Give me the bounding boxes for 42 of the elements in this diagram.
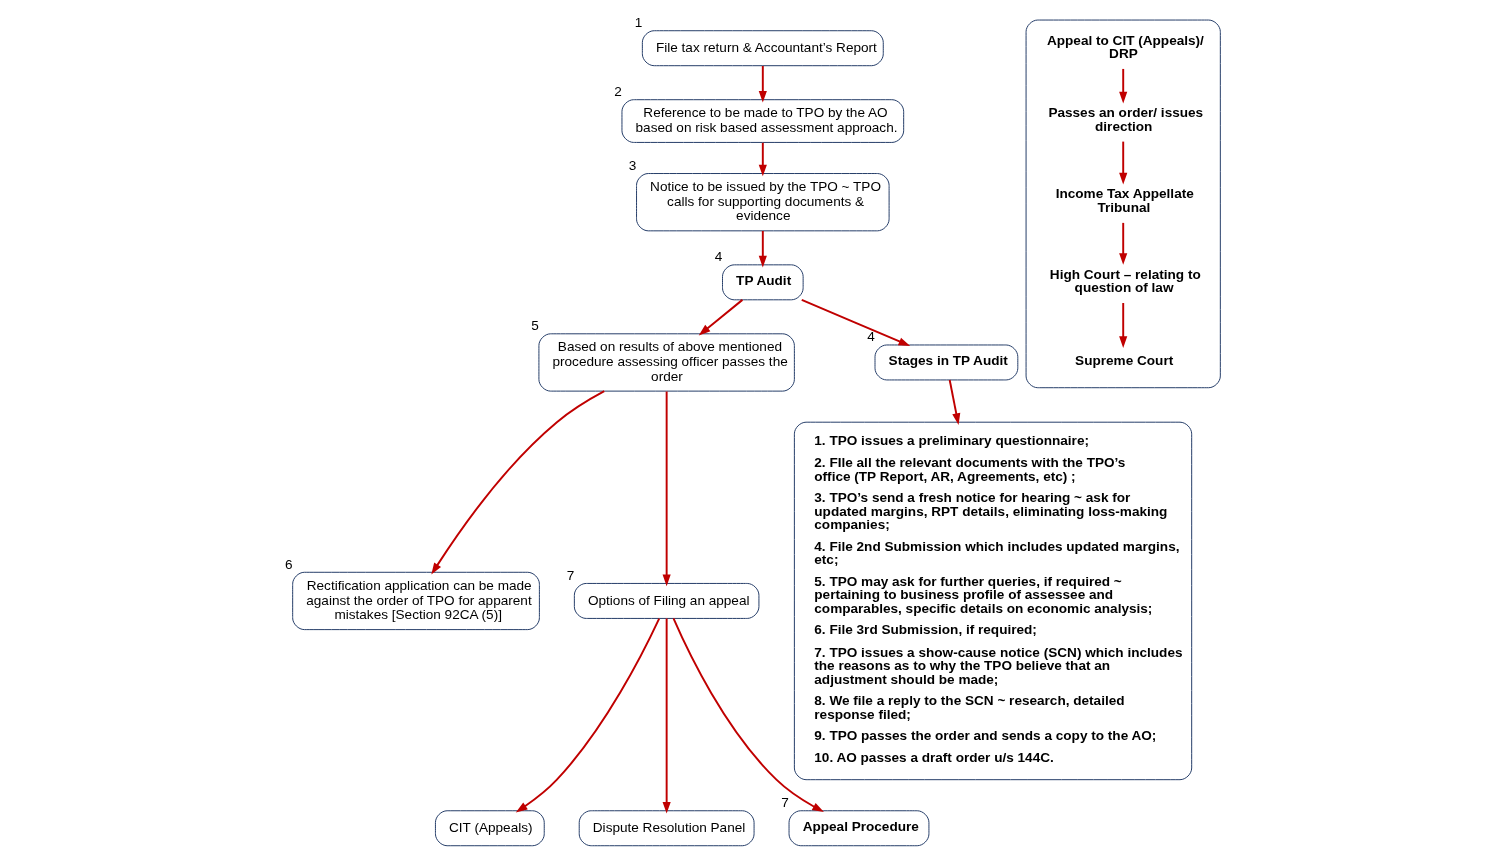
node-label: 4 — [866, 329, 875, 345]
node-box: CIT (Appeals) — [434, 810, 545, 847]
arrow — [515, 617, 660, 813]
node-label: 6 — [284, 556, 293, 572]
arrow — [758, 141, 767, 177]
arrow — [1118, 221, 1127, 265]
node-box: Options of Filing an appeal — [573, 582, 759, 619]
arrow — [1118, 140, 1127, 185]
node-box: Stages in TP Audit — [874, 344, 1018, 381]
node-text: Income Tax Appellate Tribunal — [1055, 186, 1194, 216]
node-text: High Court – relating to question of law — [1049, 266, 1201, 296]
node-label: 3 — [628, 157, 636, 173]
node-box: Appeal Procedure — [788, 810, 929, 847]
node-label: 7 — [780, 795, 789, 811]
arrow — [662, 617, 671, 814]
arrow — [758, 65, 767, 103]
node-box: 1. TPO issues a preliminary questionnaire; 2. FIle all the relevant documents with the TPO’s office (TP Report, AR, Agreements, etc) ; 3. TPO’s send a fresh notice for hearing ~ ask for updated margins, RPT details, eliminating loss-making companies; 4. File 2nd Submission which includes updated margins, etc; 5. TPO may ask for further queries, if required ~ pertaining to business profile of assessee and comparables, specific details on economic analysis; 6. File 3rd Submission, if required; 7. TPO issues a show-cause notice (SCN) which includes the reasons as to why the TPO believe that an adjustment should be made; 8. We file a reply to the SCN ~ research, detailed response filed; 9. TPO passes the order and sends a copy to the AO; 10. AO passes a draft order u/s 144C. — [793, 421, 1192, 781]
node-text: Passes an order/ issues direction — [1047, 105, 1203, 134]
node-label: 7 — [566, 567, 574, 583]
node-box: Rectification application can be made against the order of TPO for apparent mistakes [Section 92CA (5)] — [291, 571, 540, 631]
node-label: 4 — [714, 249, 722, 265]
node-text: Appeal to CIT (Appeals)/ DRP — [1046, 32, 1204, 62]
node-box: Dispute Resolution Panel — [578, 810, 755, 847]
arrow — [948, 379, 960, 425]
node-box: Reference to be made to TPO by the AO based on risk based assessment approach. — [620, 99, 904, 143]
node-text: Supreme Court — [1074, 353, 1173, 369]
node-label: 2 — [613, 84, 622, 99]
arrow — [662, 390, 671, 587]
arrow — [1118, 302, 1127, 348]
cluster — [1025, 19, 1221, 389]
arrow — [758, 229, 767, 268]
arrow — [1118, 67, 1127, 104]
node-box: TP Audit — [721, 264, 804, 301]
arrow — [698, 298, 743, 336]
node-box: Based on results of above mentioned procedure assessing officer passes the order — [537, 333, 795, 392]
arrow — [430, 390, 605, 575]
arrow — [672, 617, 824, 813]
node-label: 1 — [634, 15, 642, 31]
node-box: File tax return & Accountant’s Report — [641, 30, 884, 67]
node-box: Notice to be issued by the TPO ~ TPO calls for supporting documents & evidence — [635, 173, 890, 232]
node-label: 5 — [530, 318, 539, 334]
arrow — [800, 298, 910, 347]
